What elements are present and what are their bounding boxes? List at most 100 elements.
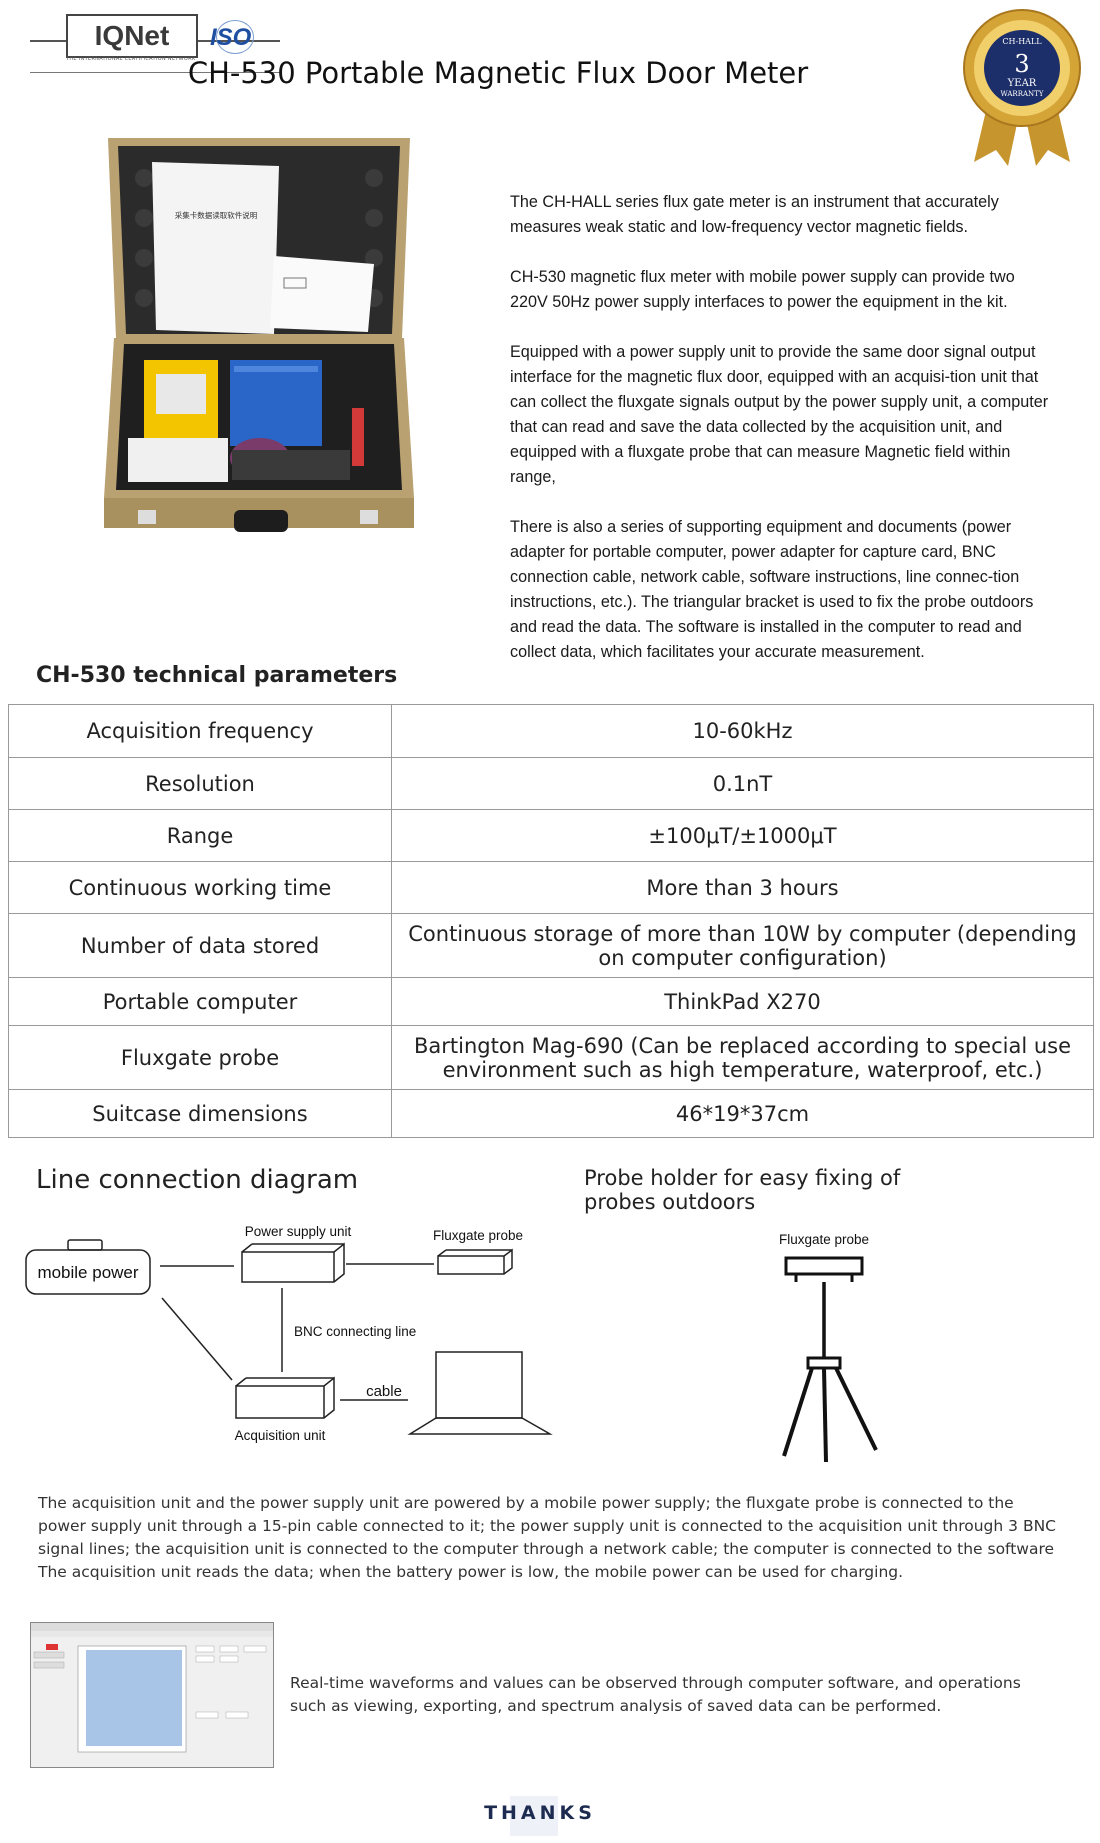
- cable-label: cable: [366, 1383, 402, 1400]
- probe-holder-title: Probe holder for easy fixing of probes o…: [584, 1166, 901, 1214]
- iqnet-logo: IQNet THE INTERNATIONAL CERTIFICATION NE…: [30, 10, 280, 73]
- laptop-base: [407, 1417, 553, 1435]
- line-diagram-title: Line connection diagram: [36, 1165, 359, 1195]
- manual-diagram-sheet: [270, 256, 374, 332]
- tripod-leg-left: [782, 1367, 814, 1457]
- param-value: ThinkPad X270: [391, 977, 1094, 1026]
- thanks-text: THANKS: [484, 1802, 596, 1824]
- red-tool: [352, 408, 364, 466]
- acquisition-unit-highlight: [234, 366, 318, 372]
- tech-params-table: Acquisition frequency 10-60kHz Resolutio…: [8, 704, 1094, 1138]
- manual-title: 采集卡数据读取软件说明: [175, 210, 258, 220]
- software-field: [225, 1711, 249, 1719]
- tripod-probe-box: [784, 1256, 864, 1276]
- param-key: Continuous working time: [8, 861, 392, 914]
- software-button: [33, 1651, 65, 1659]
- software-menubar: [31, 1631, 273, 1637]
- software-field: [195, 1655, 215, 1663]
- software-field: [219, 1645, 239, 1653]
- intro-paragraph: Equipped with a power supply unit to pro…: [510, 343, 1049, 486]
- acquisition-unit-box: [235, 1376, 335, 1419]
- param-key: Range: [8, 809, 392, 862]
- badge-brand: CH-HALL: [1002, 37, 1042, 46]
- bnc-line-label: BNC connecting line: [294, 1324, 416, 1339]
- table-row: Number of data stored Continuous storage…: [8, 913, 1094, 978]
- case-handle: [234, 510, 288, 532]
- param-key: Portable computer: [8, 977, 392, 1026]
- fluxgate-probe-box: [437, 1248, 513, 1275]
- page-title-text: CH-530 Portable Magnetic Flux Door Meter: [187, 56, 809, 90]
- thanks-highlight: [510, 1796, 558, 1836]
- param-value: More than 3 hours: [391, 861, 1094, 914]
- iso-logo: ISO: [206, 14, 264, 58]
- software-screenshot: [30, 1622, 274, 1768]
- param-value: 0.1nT: [391, 757, 1094, 810]
- param-value: Bartington Mag-690 (Can be replaced acco…: [391, 1025, 1094, 1090]
- power-supply-box: [241, 1242, 345, 1283]
- acquisition-unit: [230, 360, 322, 446]
- header-rule: [30, 72, 280, 73]
- globe-icon: [216, 20, 254, 54]
- power-to-acquisition-line: [161, 1297, 233, 1381]
- manual-diagram-box: [283, 277, 307, 289]
- param-value: Continuous storage of more than 10W by c…: [391, 913, 1094, 978]
- manual-sheet: [152, 162, 279, 334]
- param-key: Fluxgate probe: [8, 1025, 392, 1090]
- probe-holder-diagram: Fluxgate probe: [779, 1232, 878, 1463]
- param-value: 46*19*37cm: [391, 1089, 1094, 1138]
- table-row: Suitcase dimensions 46*19*37cm: [8, 1089, 1094, 1138]
- power-unit-panel: [156, 374, 206, 414]
- case-latch-right: [360, 510, 378, 524]
- table-row: Portable computer ThinkPad X270: [8, 977, 1094, 1026]
- software-chart-area: [86, 1650, 182, 1746]
- software-status-red: [46, 1644, 58, 1650]
- tech-params-title: CH-530 technical parameters: [36, 663, 398, 688]
- iqnet-tagline: THE INTERNATIONAL CERTIFICATION NETWORK: [66, 56, 196, 62]
- tripod-bracket: [232, 450, 350, 480]
- foam-texture: [135, 169, 383, 307]
- software-titlebar: [31, 1623, 273, 1631]
- param-value: 10-60kHz: [391, 704, 1094, 758]
- page-title: CH-530 Portable Magnetic Flux Door Meter: [0, 56, 1100, 90]
- white-bag: [128, 438, 228, 482]
- iso-logo-text: ISO: [210, 24, 252, 51]
- software-description: Real-time waveforms and values can be ob…: [290, 1674, 1021, 1715]
- warranty-badge: CH-HALL 3 YEAR WARRANTY: [963, 9, 1081, 166]
- intro-text: The CH-HALL series flux gate meter is an…: [510, 190, 1055, 690]
- param-key: Acquisition frequency: [8, 704, 392, 758]
- acquisition-box-edge: [235, 1377, 247, 1387]
- param-value: ±100μT/±1000μT: [391, 809, 1094, 862]
- thanks-footer: THANKS: [0, 1802, 1100, 1824]
- power-supply-label: Power supply unit: [245, 1224, 352, 1239]
- acquisition-unit-label: Acquisition unit: [235, 1428, 326, 1443]
- param-key: Resolution: [8, 757, 392, 810]
- param-key: Suitcase dimensions: [8, 1089, 392, 1138]
- tripod-leg-center: [822, 1367, 828, 1463]
- power-supply-box-edge: [241, 1243, 253, 1253]
- fluxgate-probe-label: Fluxgate probe: [433, 1228, 523, 1243]
- mobile-power-box: [25, 1249, 151, 1295]
- tripod-leg-right: [834, 1367, 878, 1451]
- tripod-probe-label: Fluxgate probe: [779, 1232, 869, 1247]
- intro-paragraph: CH-530 magnetic flux meter with mobile p…: [510, 268, 1015, 311]
- software-field: [219, 1655, 239, 1663]
- table-row: Continuous working time More than 3 hour…: [8, 861, 1094, 914]
- table-row: Resolution 0.1nT: [8, 757, 1094, 810]
- iqnet-logo-text: IQNet: [66, 14, 198, 58]
- table-row: Fluxgate probe Bartington Mag-690 (Can b…: [8, 1025, 1094, 1090]
- badge-center: [984, 30, 1060, 106]
- case-latch-left: [138, 510, 156, 524]
- line-connection-diagram: mobile power Power supply unit Fluxgate …: [25, 1224, 553, 1443]
- param-key: Number of data stored: [8, 913, 392, 978]
- tripod-hub: [806, 1356, 842, 1370]
- software-field: [195, 1711, 219, 1719]
- software-field: [195, 1645, 215, 1653]
- suitcase-photo: 采集卡数据读取软件说明: [104, 138, 414, 532]
- intro-paragraph: There is also a series of supporting equ…: [510, 518, 1034, 661]
- laptop-screen: [435, 1351, 523, 1419]
- badge-number: 3: [1014, 50, 1029, 78]
- intro-paragraph: The CH-HALL series flux gate meter is an…: [510, 193, 999, 236]
- table-row: Acquisition frequency 10-60kHz: [8, 704, 1094, 758]
- mobile-power-handle: [67, 1239, 103, 1251]
- badge-year: YEAR: [1007, 78, 1037, 89]
